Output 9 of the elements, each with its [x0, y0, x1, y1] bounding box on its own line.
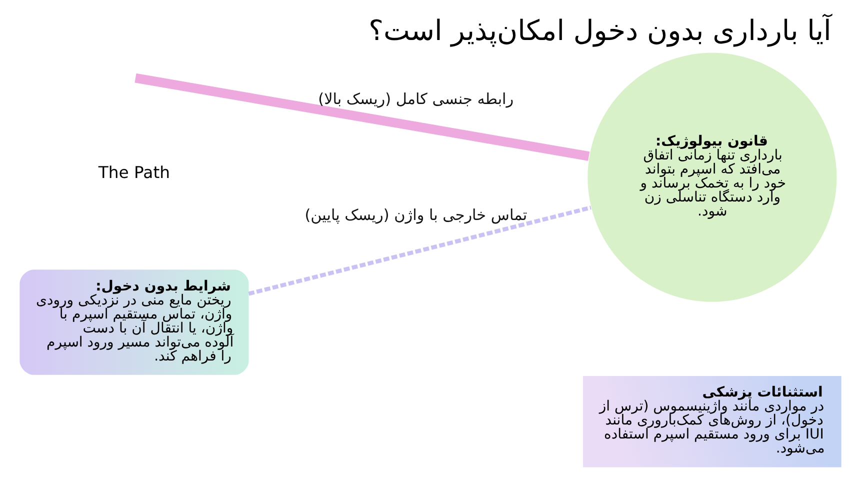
- node-box: استثنائات پزشکی در مواردی مانند واژینیسموس (ترس از دخول)، از روش‌های کمک‌باروری مانند IUI برای ورود مستقیم اسپرم استفاده می‌شود.: [582, 376, 841, 468]
- node-circle: قانون بیولوژیک: بارداری تنها زمانی اتفاق می‌افتد که اسپرم بتواند خود را به تخمک برساند و وارد دستگاه تناسلی زن شود.: [587, 52, 836, 302]
- label: The Path: [98, 163, 170, 182]
- diagram-title: آیا بارداری بدون دخول امکان‌پذیر است؟: [368, 14, 831, 47]
- connector: [134, 73, 590, 161]
- edge-label: تماس خارجی با واژن (ریسک پایین): [304, 206, 527, 224]
- node-box: شرایط بدون دخول: ریختن مایع منی در نزدیکی ورودی واژن، تماس مستقیم اسپرم با واژن، یا انتقال آن با دست آلوده می‌تواند مسیر ورود اسپرم را فراهم کند.: [19, 270, 248, 375]
- connector: [248, 206, 591, 296]
- edge-label: رابطه جنسی کامل (ریسک بالا): [318, 90, 514, 108]
